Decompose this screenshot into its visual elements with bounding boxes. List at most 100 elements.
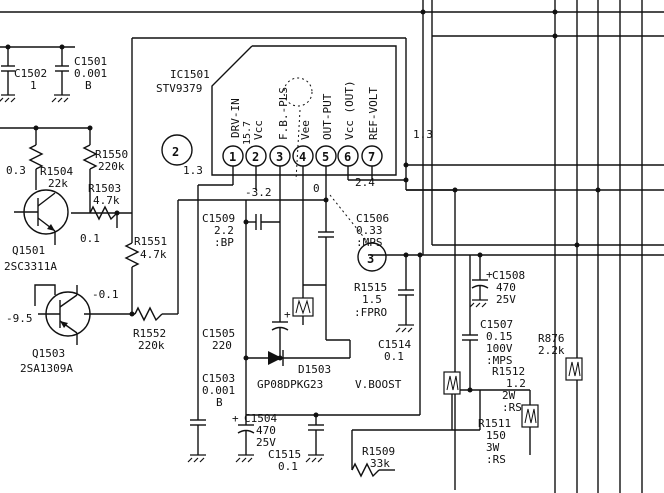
marker-2-label: 2 xyxy=(172,145,179,159)
c1506-value: 0.33 xyxy=(356,224,383,237)
c1503-value: 0.001 xyxy=(202,384,235,397)
r1552-value: 220k xyxy=(138,339,165,352)
c1515-ref: C1515 xyxy=(268,448,301,461)
v-1.3-b: 1.3 xyxy=(413,128,433,141)
pin4-number: 4 xyxy=(299,150,306,164)
v-1.3-a: 1.3 xyxy=(183,164,203,177)
pin5-number: 5 xyxy=(322,150,329,164)
pin1-number: 1 xyxy=(229,150,236,164)
c1508-volt: 25V xyxy=(496,293,516,306)
r1511-value: 150 xyxy=(486,429,506,442)
c1504: + C1504 470 25V xyxy=(232,412,277,463)
c1507-volt: 100V xyxy=(486,342,513,355)
c1504-volt: 25V xyxy=(256,436,276,449)
r1551-value: 4.7k xyxy=(140,248,167,261)
c1509-type: :BP xyxy=(214,236,234,249)
q1503-section: -0.1 -9.5 R1552 220k Q1503 2SA1309A xyxy=(6,200,179,375)
c1505-ref: C1505 xyxy=(202,327,235,340)
c1502-ref: C1502 xyxy=(14,67,47,80)
c1506-type: :MPS xyxy=(356,236,383,249)
r1509-ref: R1509 xyxy=(362,445,395,458)
pin1-voltage: 15.7 xyxy=(242,121,253,145)
c1503-ref: C1503 xyxy=(202,372,235,385)
c1505-plus: + xyxy=(284,308,291,321)
r1515-value: 1.5 xyxy=(362,293,382,306)
c1507-ref: C1507 xyxy=(480,318,513,331)
c1508-plus: + xyxy=(486,268,493,281)
r1550-value: 220k xyxy=(98,160,125,173)
c1504-ref: C1504 xyxy=(244,412,277,425)
c1503-type: B xyxy=(216,396,223,409)
pin2-number: 2 xyxy=(252,150,259,164)
r1509: R1509 33k xyxy=(351,429,480,478)
ic-wiring: -3.2 0 1.3 1.3 2.4 xyxy=(178,38,458,490)
v-minus-0.1: -0.1 xyxy=(92,288,119,301)
pin3-name: F.B.-PLS xyxy=(277,87,290,140)
r1512-watt: 2W xyxy=(502,389,516,402)
v-minus-9.5: -9.5 xyxy=(6,312,33,325)
c1509-ref: C1509 xyxy=(202,212,235,225)
r1515-ref: R1515 xyxy=(354,281,387,294)
pin6-name: Vcc (OUT) xyxy=(343,80,356,140)
c1509-value: 2.2 xyxy=(214,224,234,237)
c1506: C1506 0.33 :MPS xyxy=(318,200,389,285)
r1511-watt: 3W xyxy=(486,441,500,454)
pin7-number: 7 xyxy=(368,150,375,164)
c1503: C1503 0.001 B xyxy=(187,372,235,463)
r1511-ref: R1511 xyxy=(478,417,511,430)
c1514: C1514 0.1 xyxy=(378,252,414,363)
q1503-ref: Q1503 xyxy=(32,347,65,360)
marker-2: 2 xyxy=(161,134,193,166)
r1515-type: :FPRO xyxy=(354,306,387,319)
r1551-section: R1551 4.7k xyxy=(124,228,167,285)
r1552-ref: R1552 xyxy=(133,327,166,340)
r1512-r1511: R1512 1.2 2W :RS R1511 150 3W :RS xyxy=(443,365,539,466)
r876-value: 2.2k xyxy=(538,344,565,357)
c1507-type: :MPS xyxy=(486,354,513,367)
r1509-value: 33k xyxy=(370,457,390,470)
pin6-number: 6 xyxy=(344,150,351,164)
r876-ref: R876 xyxy=(538,332,565,345)
marker-3-label: 3 xyxy=(367,252,374,266)
ic-pins: 1 2 3 4 5 6 7 xyxy=(222,145,383,167)
c1502-c1501-section: C1502 1 C1501 0.001 B xyxy=(0,44,107,103)
c1514-value: 0.1 xyxy=(384,350,404,363)
c1504-plus: + xyxy=(232,412,239,425)
v-0.3: 0.3 xyxy=(6,164,26,177)
c1501-value: 0.001 xyxy=(74,67,107,80)
c1501-type: B xyxy=(85,79,92,92)
loop-wiring xyxy=(197,185,423,420)
c1509: C1509 2.2 :BP xyxy=(202,212,280,249)
pin3-number: 3 xyxy=(276,150,283,164)
c1507-value: 0.15 xyxy=(486,330,513,343)
c1507: C1507 0.15 100V :MPS xyxy=(462,255,513,390)
c1502-value: 1 xyxy=(30,79,37,92)
c1515: C1515 0.1 xyxy=(268,415,324,473)
c1504-value: 470 xyxy=(256,424,276,437)
d1503-part: GP08DPKG23 xyxy=(257,378,323,391)
r1504-ref: R1504 xyxy=(40,165,73,178)
c1508-value: 470 xyxy=(496,281,516,294)
d1503-ref: D1503 xyxy=(298,363,331,376)
r1550-ref: R1550 xyxy=(95,148,128,161)
r1512-ref: R1512 xyxy=(492,365,525,378)
pin1-name: DRV-IN xyxy=(229,98,242,138)
c1508-ref: C1508 xyxy=(492,269,525,282)
r1503-ref: R1503 xyxy=(88,182,121,195)
pin7-name: REF-VOLT xyxy=(367,87,380,140)
c1505-value: 220 xyxy=(212,339,232,352)
ic1501: IC1501 STV9379 DRV-IN 15.7 Vcc F.B.-PLS … xyxy=(156,45,397,176)
r1504-value: 22k xyxy=(48,177,68,190)
d1503-note: V.BOOST xyxy=(355,378,402,391)
r1511-type: :RS xyxy=(486,453,506,466)
v-0: 0 xyxy=(313,182,320,195)
c1508: + C1508 470 25V xyxy=(469,252,525,308)
c1514-ref: C1514 xyxy=(378,338,411,351)
r1551-ref: R1551 xyxy=(134,235,167,248)
v-2.4: 2.4 xyxy=(355,176,375,189)
c1506-ref: C1506 xyxy=(356,212,389,225)
c1505: + C1505 220 xyxy=(202,222,291,358)
marker-3: 3 xyxy=(357,242,387,272)
pin2-name: Vcc xyxy=(252,120,265,140)
